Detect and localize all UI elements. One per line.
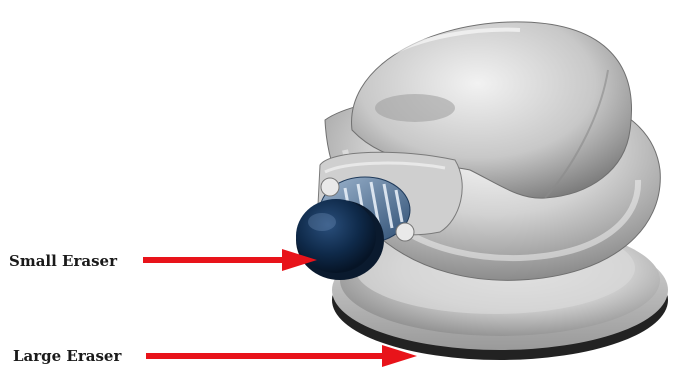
large-eraser-label: Large Eraser: [13, 347, 121, 365]
small-eraser-label: Small Eraser: [9, 252, 117, 270]
